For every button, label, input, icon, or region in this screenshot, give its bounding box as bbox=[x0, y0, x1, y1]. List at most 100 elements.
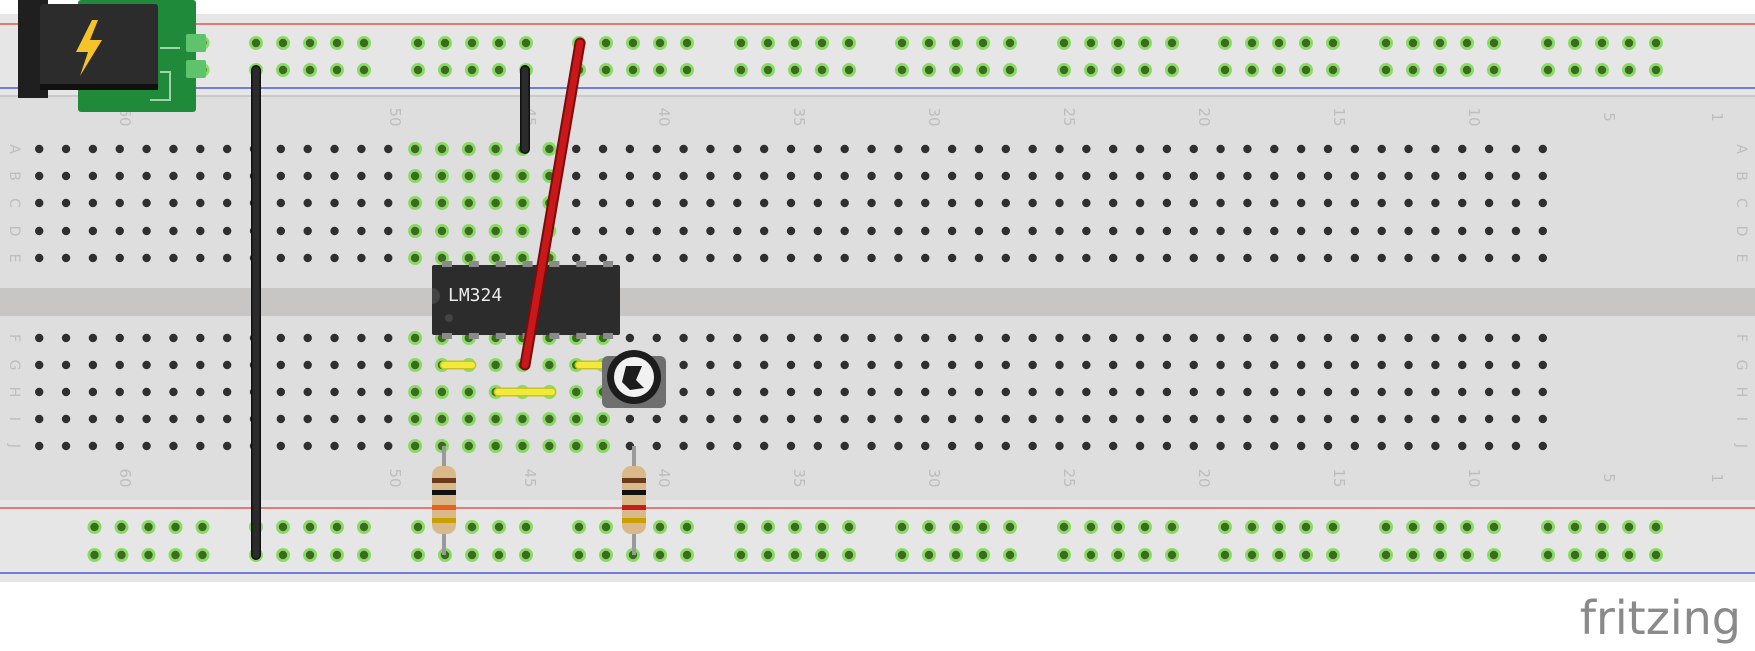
breadboard-hole bbox=[1323, 414, 1333, 424]
rail-hole bbox=[1113, 522, 1123, 532]
breadboard-hole bbox=[1458, 253, 1467, 263]
ic-chip-body bbox=[432, 265, 620, 335]
breadboard-hole bbox=[61, 253, 71, 263]
rail-hole bbox=[1059, 65, 1069, 75]
breadboard-hole bbox=[1135, 360, 1145, 370]
ic-pin bbox=[468, 333, 479, 339]
breadboard-hole bbox=[786, 441, 796, 451]
breadboard-hole bbox=[786, 387, 796, 397]
breadboard-hole bbox=[196, 171, 205, 181]
row-letter: F bbox=[1733, 334, 1749, 342]
breadboard-hole bbox=[1404, 253, 1413, 263]
rail-hole bbox=[332, 38, 342, 48]
breadboard-hole bbox=[464, 171, 473, 181]
breadboard-hole bbox=[1538, 253, 1548, 263]
breadboard-hole bbox=[1350, 198, 1360, 208]
row-letter: E bbox=[6, 254, 22, 263]
breadboard-hole bbox=[1377, 226, 1386, 236]
breadboard-hole bbox=[410, 198, 420, 208]
breadboard-hole bbox=[1511, 360, 1521, 370]
breadboard-hole bbox=[196, 144, 205, 154]
breadboard-hole bbox=[115, 144, 124, 154]
rail-hole bbox=[1651, 38, 1661, 48]
breadboard-hole bbox=[572, 253, 581, 263]
breadboard-hole bbox=[276, 253, 286, 263]
breadboard-hole bbox=[947, 387, 957, 397]
rail-hole bbox=[1570, 522, 1580, 532]
breadboard-hole bbox=[759, 253, 769, 263]
row-letter: C bbox=[6, 198, 22, 208]
breadboard-hole bbox=[1109, 144, 1118, 154]
breadboard-hole bbox=[1270, 171, 1279, 181]
breadboard-hole bbox=[491, 171, 500, 181]
fritzing-watermark: fritzing bbox=[1579, 591, 1741, 645]
rail-hole bbox=[521, 550, 531, 560]
breadboard-hole bbox=[1377, 171, 1386, 181]
breadboard-hole bbox=[1243, 171, 1252, 181]
rail-hole bbox=[1435, 65, 1445, 75]
breadboard-hole bbox=[786, 414, 796, 424]
breadboard-hole bbox=[1109, 414, 1118, 424]
breadboard-hole bbox=[813, 226, 823, 236]
breadboard-hole bbox=[679, 171, 688, 181]
breadboard-hole bbox=[921, 198, 930, 208]
breadboard-hole bbox=[1216, 333, 1225, 343]
breadboard-hole bbox=[1001, 226, 1010, 236]
breadboard-hole bbox=[1350, 387, 1360, 397]
breadboard-hole bbox=[384, 198, 393, 208]
breadboard-hole bbox=[786, 171, 796, 181]
breadboard-hole bbox=[706, 171, 715, 181]
rail-hole bbox=[574, 522, 584, 532]
breadboard-hole bbox=[276, 333, 286, 343]
breadboard-hole bbox=[35, 226, 44, 236]
rail-hole bbox=[682, 38, 692, 48]
breadboard-hole bbox=[706, 360, 715, 370]
breadboard-hole bbox=[840, 253, 849, 263]
breadboard-hole bbox=[974, 198, 984, 208]
breadboard-hole bbox=[437, 198, 447, 208]
rail-hole bbox=[844, 550, 854, 560]
breadboard-hole bbox=[1458, 441, 1467, 451]
breadboard-hole bbox=[410, 226, 420, 236]
rail-hole bbox=[1220, 550, 1230, 560]
breadboard-hole bbox=[196, 198, 205, 208]
rail-hole bbox=[359, 65, 369, 75]
breadboard-hole bbox=[61, 414, 71, 424]
breadboard-hole bbox=[169, 441, 178, 451]
breadboard-hole bbox=[330, 171, 339, 181]
rail-hole bbox=[1274, 65, 1284, 75]
breadboard-hole bbox=[759, 333, 769, 343]
breadboard-hole bbox=[1189, 387, 1198, 397]
breadboard-hole bbox=[1082, 360, 1091, 370]
breadboard-hole bbox=[1270, 198, 1279, 208]
breadboard-hole bbox=[1404, 414, 1413, 424]
breadboard-hole bbox=[88, 171, 98, 181]
breadboard-hole bbox=[572, 198, 581, 208]
rail-hole bbox=[90, 522, 99, 532]
breadboard-hole bbox=[974, 226, 984, 236]
rail-hole bbox=[413, 65, 423, 75]
breadboard-hole bbox=[1243, 253, 1252, 263]
breadboard-hole bbox=[733, 198, 742, 208]
breadboard-hole bbox=[652, 171, 661, 181]
breadboard-hole bbox=[1082, 441, 1091, 451]
rail-hole bbox=[1597, 550, 1607, 560]
breadboard-hole bbox=[1189, 441, 1198, 451]
breadboard-hole bbox=[1135, 171, 1145, 181]
rail-hole bbox=[1005, 550, 1015, 560]
rail-hole bbox=[1570, 65, 1580, 75]
breadboard-hole bbox=[1431, 144, 1440, 154]
breadboard-hole bbox=[813, 198, 823, 208]
breadboard-hole bbox=[1082, 198, 1091, 208]
breadboard-hole bbox=[1082, 414, 1091, 424]
breadboard-hole bbox=[894, 414, 903, 424]
breadboard-hole bbox=[921, 144, 930, 154]
rail-hole bbox=[1274, 38, 1284, 48]
breadboard-hole bbox=[61, 198, 71, 208]
breadboard-hole bbox=[1323, 387, 1333, 397]
rail-hole bbox=[978, 65, 988, 75]
breadboard-hole bbox=[1162, 198, 1172, 208]
breadboard-hole bbox=[974, 387, 984, 397]
column-number: 45 bbox=[521, 468, 539, 487]
breadboard-hole bbox=[303, 253, 312, 263]
